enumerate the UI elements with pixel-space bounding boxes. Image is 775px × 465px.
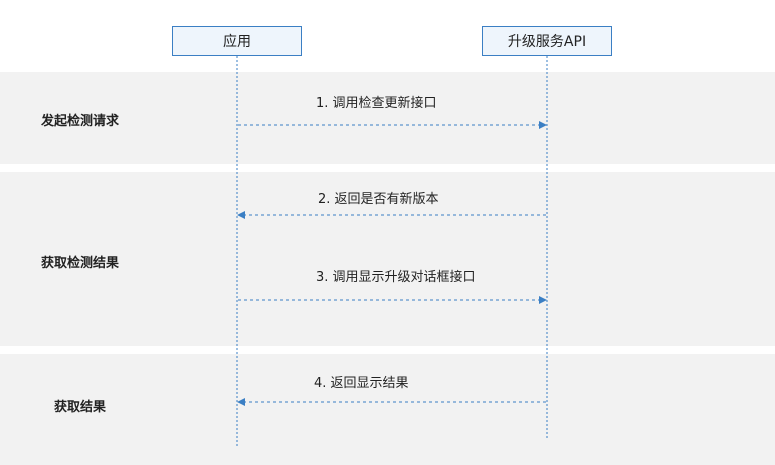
actor-app-box: 应用 [172, 26, 302, 56]
phase-label-request: 发起检测请求 [40, 114, 119, 129]
message-label-4: 4. 返回显示结果 [314, 376, 409, 391]
message-label-2: 2. 返回是否有新版本 [318, 192, 439, 207]
actor-api-box: 升级服务API [482, 26, 612, 56]
phase-label-check-result: 获取检测结果 [40, 256, 119, 271]
phase-band-request [0, 72, 775, 164]
phase-label-result: 获取结果 [53, 400, 106, 415]
phase-band-check-result [0, 172, 775, 346]
phase-band-result [0, 354, 775, 465]
message-label-3: 3. 调用显示升级对话框接口 [316, 270, 476, 285]
message-label-1: 1. 调用检查更新接口 [316, 96, 437, 111]
